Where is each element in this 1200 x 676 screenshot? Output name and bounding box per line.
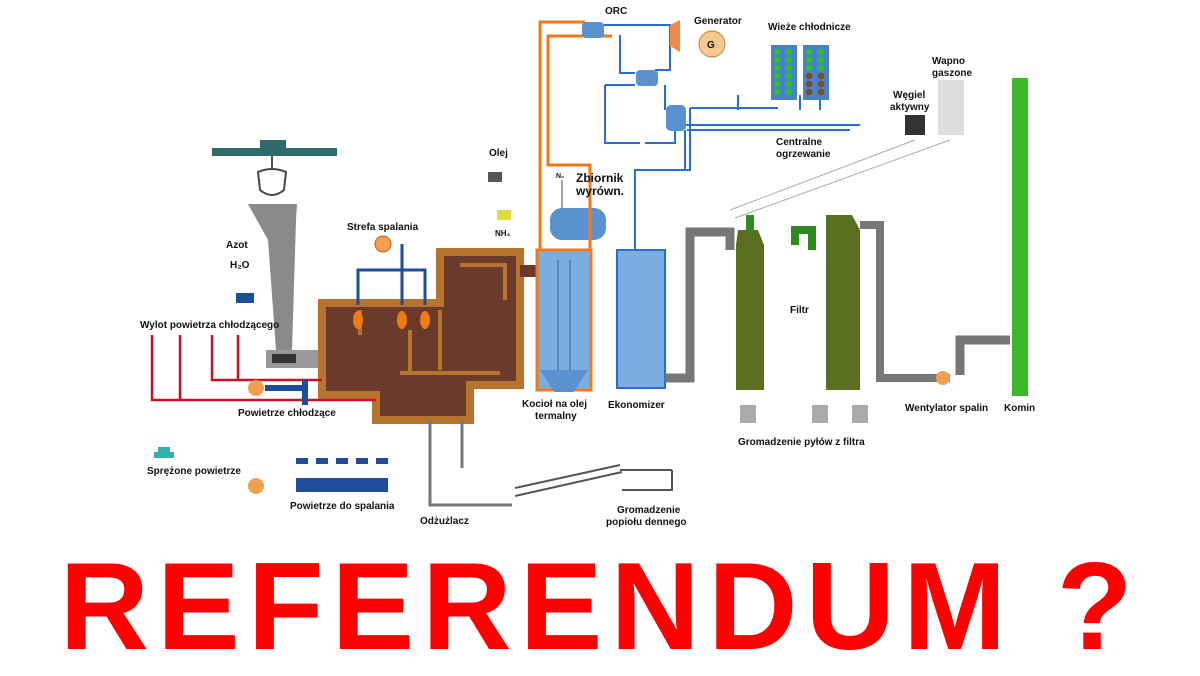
label-slaked-lime: Wapno	[932, 56, 965, 67]
label-central-heating: Centralne	[776, 137, 823, 148]
heat-exchanger-1	[582, 22, 604, 38]
label-bottom-ash-2: popiołu dennego	[606, 517, 687, 528]
cooling-fan-icon	[817, 80, 825, 88]
cooling-fan-icon	[785, 56, 793, 64]
cooling-fan-icon	[773, 80, 781, 88]
label-activated-carbon-2: aktywny	[890, 102, 930, 113]
combustion-air-duct	[296, 478, 388, 492]
cooling-fan-icon	[773, 64, 781, 72]
headline: REFERENDUM ?	[59, 538, 1141, 676]
furnace	[318, 248, 524, 424]
cooling-fan-icon	[773, 48, 781, 56]
feed-hopper	[248, 204, 297, 350]
generator-icon	[698, 30, 726, 58]
cooling-fan-icon	[817, 56, 825, 64]
label-flue-gas-fan: Wentylator spalin	[905, 403, 988, 414]
flue-gas-fan-icon	[936, 371, 950, 385]
label-orc: ORC	[605, 6, 627, 17]
label-thermal-oil-boiler: Kocioł na olej	[522, 399, 587, 410]
label-bottom-ash: Gromadzenie	[617, 505, 681, 516]
cooling-fan-icon	[805, 88, 813, 96]
economizer	[616, 249, 666, 389]
thermal-oil-boiler	[535, 248, 593, 392]
heat-exchanger-2	[636, 70, 658, 86]
cooling-fan-icon	[805, 80, 813, 88]
cooling-fan-icon	[805, 56, 813, 64]
compressor-icon	[154, 447, 174, 458]
activated-carbon-silo	[905, 115, 925, 135]
label-thermal-oil-boiler-2: termalny	[535, 411, 577, 422]
flue-duct	[665, 227, 735, 383]
label-slaked-lime-2: gaszone	[932, 68, 972, 79]
label-nh3: NH₃	[495, 229, 511, 238]
cooling-fan-icon	[817, 48, 825, 56]
cooling-fan-icon	[817, 72, 825, 80]
combustion-air-fan-icon	[248, 478, 264, 494]
burners	[353, 311, 430, 329]
control-box	[236, 293, 254, 303]
cooling-fan-icon	[785, 72, 793, 80]
cooling-fan-icon	[817, 64, 825, 72]
label-n2: N₂	[556, 173, 564, 180]
combustion-fan-icon	[374, 235, 392, 253]
label-water: H₂O	[230, 260, 250, 271]
label-tank: Zbiornik	[576, 171, 624, 185]
label-cooling-towers: Wieże chłodnicze	[768, 22, 851, 33]
label-generator: Generator	[694, 16, 742, 27]
lime-silo	[938, 80, 964, 135]
label-compressed-air: Sprężone powietrze	[147, 466, 241, 477]
cooling-fan-icon	[785, 48, 793, 56]
cooling-fan-icon	[773, 88, 781, 96]
cooling-fan-icon	[805, 72, 813, 80]
label-combustion-zone: Strefa spalania	[347, 222, 419, 233]
cooling-fan-icon	[773, 56, 781, 64]
label-economizer: Ekonomizer	[608, 400, 665, 411]
bag-filter	[826, 215, 860, 390]
cooling-fan-icon	[785, 88, 793, 96]
dust-containers	[740, 405, 868, 423]
label-combustion-air: Powietrze do spalania	[290, 501, 395, 512]
label-nitrogen: Azot	[226, 240, 248, 251]
label-deslagger: Odżużlacz	[420, 516, 469, 527]
turbine-icon	[670, 20, 680, 52]
label-oil: Olej	[489, 148, 508, 159]
cooling-fan-icon	[785, 64, 793, 72]
cooling-fan-icon	[805, 64, 813, 72]
svg-text:G: G	[707, 40, 715, 51]
label-central-heating-2: ogrzewanie	[776, 149, 831, 160]
ash-conveyor	[514, 464, 673, 497]
cooling-fan-icon	[817, 88, 825, 96]
chimney	[1012, 78, 1028, 396]
crane-grab-icon	[212, 140, 337, 196]
deslagger	[428, 420, 512, 507]
condenser	[666, 105, 686, 131]
cooling-fan-icon	[785, 80, 793, 88]
cooling-fan-icon	[773, 72, 781, 80]
label-filter-dust: Gromadzenie pyłów z filtra	[738, 437, 865, 448]
expansion-tank	[550, 208, 606, 240]
label-filter: Filtr	[790, 305, 809, 316]
cooling-fan-icon	[248, 380, 264, 396]
label-cooling-air-outlet: Wylot powietrza chłodzącego	[140, 320, 279, 331]
label-chimney: Komin	[1004, 403, 1035, 414]
label-cooling-air: Powietrze chłodzące	[238, 408, 336, 419]
incineration-plant-diagram: G ORC Generator Wieże chłodnicze Wapno g…	[140, 6, 1035, 528]
reactor	[736, 230, 764, 390]
label-activated-carbon: Węgiel	[893, 90, 925, 101]
cooling-fan-icon	[805, 48, 813, 56]
label-tank-2: wyrówn.	[575, 184, 624, 198]
